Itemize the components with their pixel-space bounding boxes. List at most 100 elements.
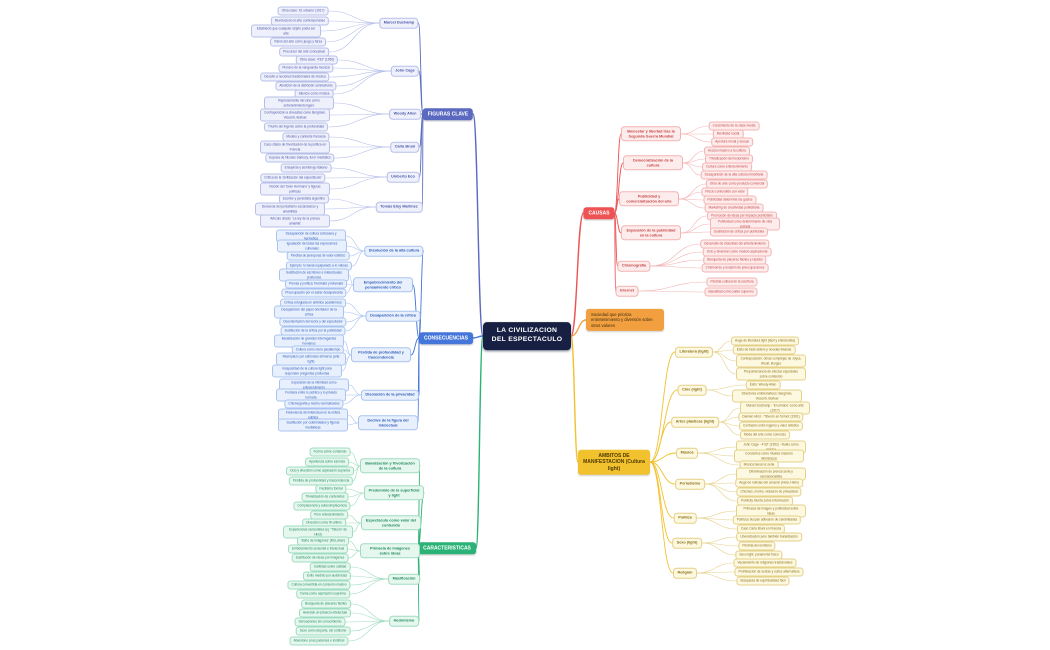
- branch-ambitos-de-manifestacion-cultura-light[interactable]: AMBITOS DE MANIFESTACION (Cultura light): [578, 449, 650, 475]
- branch-figuras-clave[interactable]: FIGURAS CLAVE: [422, 108, 474, 120]
- subtopic-politicos-buscan-adhesion-de-celebridades[interactable]: Políticos buscan adhesión de celebridade…: [732, 515, 802, 525]
- subtopic-pionero-de-la-vanguardia-musical[interactable]: Pionero de la vanguardia musical: [278, 63, 334, 73]
- subtopic-exito-de-best-sellers-y-novelas-livianas[interactable]: Éxito de best-sellers y novelas livianas: [732, 345, 796, 355]
- subtopic-desaparicion-de-la-alta-cultura-minoritari[interactable]: Desaparición de la alta cultura minorita…: [700, 170, 768, 180]
- subtopic-banalidad-como-saber-supremo[interactable]: Banalidad como saber supremo: [704, 287, 758, 297]
- subtopic-preocupacion-por-el-saber-desaparecida[interactable]: Preocupación por el saber desaparecida: [281, 288, 347, 298]
- subtopic-ensayista-y-semiologo-italiano[interactable]: Ensayista y semiólogo italiano: [280, 163, 332, 173]
- topic-publicidad-y-comercializacion-del-arte[interactable]: Publicidad y comercialización del arte: [619, 191, 679, 207]
- topic-carla-bruni[interactable]: Carla Bruni: [390, 141, 420, 153]
- topic-cine-light[interactable]: Cine (light): [677, 384, 707, 396]
- topic-chismografia[interactable]: Chismografía: [617, 260, 651, 272]
- topic-espectaculo-como-valor-del-contenido[interactable]: Espectáculo como valor del contenido: [361, 515, 421, 531]
- subtopic-vision-del-arte-como-juego-y-farsa[interactable]: Visión del arte como juego y farsa: [270, 37, 326, 47]
- subtopic-sustitucion-por-celebridades-y-figuras-med[interactable]: Sustitución por celebridades y figuras m…: [278, 418, 348, 432]
- subtopic-nocion-del-gran-hermano-y-figuras-politica[interactable]: Noción del 'Gran Hermano' y figuras polí…: [260, 182, 330, 196]
- subtopic-abandono-a-las-pasiones-e-instintos[interactable]: Abandono a las pasiones e instintos: [289, 636, 349, 646]
- topic-primacia-de-imagenes-sobre-ideas[interactable]: Primacía de imágenes sobre ideas: [360, 543, 420, 559]
- topic-periodismo[interactable]: Periodismo: [675, 478, 705, 490]
- topic-woody-allen[interactable]: Woody Allen: [389, 108, 421, 120]
- topic-empobrecimiento-del-pensamiento-critico[interactable]: Empobrecimiento del pensamiento crítico: [353, 277, 413, 293]
- subtopic-sustitucion-de-critica-por-publicidad[interactable]: Sustitución de crítica por publicidad: [709, 227, 769, 237]
- topic-declive-de-la-figura-del-intelectual[interactable]: Declive de la figura del intelectual: [358, 415, 418, 431]
- subtopic-preponderancia-de-efectos-especiales-sobre[interactable]: Preponderancia de efectos especiales sob…: [736, 367, 806, 381]
- subtopic-perdida-cultural-de-la-escritura[interactable]: Pérdida cultural de la escritura: [706, 277, 758, 287]
- topic-internet[interactable]: Internet: [615, 285, 639, 297]
- branch-caracteristicas[interactable]: CARACTERISTICAS: [418, 542, 476, 554]
- subtopic-cultura-convertida-en-consumo-masivo[interactable]: Cultura convertida en consumo masivo: [287, 580, 351, 590]
- topic-umberto-eco[interactable]: Umberto Eco: [386, 171, 420, 183]
- subtopic-banalizacion-de-grandes-interrogantes-huma[interactable]: Banalización de grandes interrogantes hu…: [274, 334, 344, 348]
- subtopic-incapacidad-de-la-cultura-light-para-respo[interactable]: Incapacidad de la cultura light para res…: [272, 364, 342, 378]
- subtopic-exito-woody-allen[interactable]: Éxito: Woody Allen: [745, 380, 781, 390]
- topic-musica[interactable]: Música: [676, 447, 698, 459]
- subtopic-moda-del-arte-como-comercio[interactable]: Moda del arte como comercio: [740, 430, 790, 440]
- topic-desaparicion-de-la-critica[interactable]: Desaparición de la crítica: [365, 310, 421, 322]
- subtopic-confusion-entre-ingenio-y-valor-artistico[interactable]: Confusión entre ingenio y valor artístic…: [739, 421, 803, 431]
- subtopic-vaciamiento-de-religiones-tradicionales[interactable]: Vaciamiento de religiones tradicionales: [733, 558, 797, 568]
- subtopic-desorientacion-del-lector-y-del-espectador[interactable]: Desorientación del lector y del espectad…: [279, 317, 347, 327]
- subtopic-perdida-del-erotismo[interactable]: Pérdida del erotismo: [738, 541, 776, 551]
- connector-edge: [348, 384, 362, 396]
- subtopic-chismografia-y-morbo-normalizados[interactable]: Chismografía y morbo normalizados: [284, 399, 344, 409]
- subtopic-apariencia-sobre-esencia[interactable]: Apariencia sobre esencia: [305, 457, 349, 467]
- topic-democratizacion-de-la-cultura[interactable]: Democratización de la cultura: [623, 155, 683, 171]
- subtopic-apertura-moral-y-sexual[interactable]: Apertura moral y sexual: [711, 137, 753, 147]
- subtopic-articulo-citado-la-ley-de-la-prensa-amaril[interactable]: Artículo citado: 'La ley de la prensa am…: [260, 214, 330, 228]
- subtopic-difuminacion-de-prensa-seria-y-sensacional[interactable]: Difuminación de prensa seria y sensacion…: [736, 467, 806, 481]
- subtopic-liberalizacion-pero-tambien-banalizacion[interactable]: Liberalización pero también banalización: [736, 532, 802, 542]
- topic-bienestar-y-libertad-tras-la-segunda-guerr[interactable]: Bienestar y libertad tras la Segunda Gue…: [621, 126, 681, 142]
- subtopic-ocio-y-diversion-como-aspiracion-suprema[interactable]: Ocio y diversión como aspiración suprema: [285, 466, 355, 476]
- topic-disolucion-de-la-alta-cultura[interactable]: Disolución de la alta cultura: [364, 245, 424, 257]
- topic-hedonismo[interactable]: Hedonismo: [389, 615, 419, 627]
- subtopic-exito-medido-por-audiencias[interactable]: Éxito medido por audiencias: [302, 571, 352, 581]
- topic-banalizacion-y-frivolizacion-de-la-cultura[interactable]: Banalización y frivolización de la cultu…: [360, 458, 420, 474]
- topic-artes-plasticas-light[interactable]: Artes plásticas (light): [671, 416, 719, 428]
- subtopic-trivializacion-de-contenidos[interactable]: Trivialización de contenidos: [301, 492, 349, 502]
- branch-sociedad-que-prioriza-entretenimiento-y-di[interactable]: Sociedad que prioriza entretenimiento y …: [586, 308, 664, 332]
- subtopic-establecio-que-cualquier-objeto-podia-ser-[interactable]: Estableció que cualquier objeto podía se…: [251, 24, 321, 38]
- subtopic-aversion-al-esfuerzo-intelectual[interactable]: Aversión al esfuerzo intelectual: [298, 608, 352, 618]
- subtopic-sexo-como-deporte-sin-erotismo[interactable]: Sexo como deporte, sin erotismo: [295, 626, 351, 636]
- topic-politica[interactable]: Política: [673, 512, 697, 524]
- subtopic-busqueda-de-espiritualidad-facil[interactable]: Búsqueda de espiritualidad fácil: [736, 576, 790, 586]
- topic-expansion-de-la-publicidad-en-la-cultura[interactable]: Expansión de la publicidad en la cultura: [621, 225, 681, 241]
- topic-masificacion[interactable]: Masificación: [388, 573, 420, 585]
- topic-tomas-eloy-martinez[interactable]: Tomás Eloy Martínez: [375, 201, 423, 213]
- branch-causas[interactable]: CAUSAS: [583, 207, 615, 219]
- branch-consecuencias[interactable]: CONSECUENCIAS: [419, 332, 473, 344]
- subtopic-complacencia-y-autocomplacencia[interactable]: Complacencia y autocomplacencia: [293, 501, 351, 511]
- subtopic-forma-sobre-contenido[interactable]: Forma sobre contenido: [309, 447, 351, 457]
- subtopic-contraposicion-a-cineastas-como-bergman-vi[interactable]: Contraposición a cineastas como Bergman,…: [260, 108, 330, 122]
- subtopic-triunfo-del-ingenio-sobre-la-profundidad[interactable]: Triunfo del ingenio sobre la profundidad: [263, 122, 329, 132]
- subtopic-prensa-y-politica-frivolidad-y-liviandad[interactable]: Prensa y política: frivolidad y livianda…: [284, 279, 348, 289]
- subtopic-obra-clave-el-urinario-1917[interactable]: Obra clave: 'El urinario' (1917): [277, 6, 329, 16]
- topic-predominio-de-lo-superficial-y-light[interactable]: Predominio de lo superficial y light: [364, 485, 424, 501]
- subtopic-sustitucion-de-ideas-por-imagenes[interactable]: Sustitución de ideas por imágenes: [291, 553, 349, 563]
- topic-literatura-light[interactable]: Literatura (light): [674, 346, 714, 358]
- topic-john-cage[interactable]: John Cage: [390, 65, 420, 77]
- subtopic-chismes-morbo-violacion-de-privacidad[interactable]: Chismes, morbo, violación de privacidad: [736, 487, 802, 497]
- topic-religion[interactable]: Religión: [673, 567, 697, 579]
- subtopic-proliferacion-de-sectas-y-cultos-alternati[interactable]: Proliferación de sectas y cultos alterna…: [734, 567, 804, 577]
- subtopic-caso-citado-de-frivolizacion-de-la-politic[interactable]: Caso citado de frivolización de la polít…: [260, 140, 330, 154]
- topic-marcel-duchamp[interactable]: Marcel Duchamp: [379, 17, 419, 29]
- central-topic[interactable]: LA CIVILIZACION DEL ESPECTACULO: [483, 322, 571, 350]
- subtopic-auge-de-literatura-light-facil-y-entreteni[interactable]: Auge de literatura light (fácil y entret…: [731, 336, 799, 346]
- subtopic-desafio-a-nociones-tradicionales-de-musica[interactable]: Desafío a nociones tradicionales de músi…: [260, 72, 330, 82]
- subtopic-esposa-de-nicolas-sarkozy-furor-mediatico[interactable]: Esposa de Nicolas Sarkozy, furor mediáti…: [265, 153, 335, 163]
- subtopic-auge-de-noticias-del-corazon-hola-hello[interactable]: Auge de noticias del corazón (Hola, Hell…: [735, 478, 803, 488]
- subtopic-perdida-de-jerarquias-de-valor-estetico[interactable]: Pérdida de jerarquías de valor estético: [286, 251, 350, 261]
- subtopic-cantidad-sobre-calidad[interactable]: Cantidad sobre calidad: [309, 562, 351, 572]
- topic-sexo-light[interactable]: Sexo (light): [672, 537, 702, 549]
- subtopic-critica-de-la-civilizacion-del-espectaculo[interactable]: Crítica de la 'civilización del espectác…: [260, 173, 326, 183]
- topic-perdida-de-profundidad-y-trascendencia[interactable]: Pérdida de profundidad y trascendencia: [351, 347, 411, 363]
- subtopic-damien-hirst-tiburon-en-formol-1991[interactable]: Damien Hirst - 'Tiburón en formol' (1991…: [738, 412, 804, 422]
- subtopic-chismorreo-y-evasion-de-preocupaciones[interactable]: Chismorreo y evasión de preocupaciones: [701, 263, 769, 273]
- topic-disolucion-de-la-privacidad[interactable]: Disolución de la privacidad: [360, 389, 420, 401]
- subtopic-busqueda-de-placeres-faciles[interactable]: Búsqueda de placeres fáciles: [301, 599, 351, 609]
- subtopic-contraposicion-obras-complejas-de-joyce-wo[interactable]: Contraposición: obras complejas de Joyce…: [736, 354, 806, 368]
- subtopic-fama-como-aspiracion-suprema[interactable]: Fama como aspiración suprema: [296, 589, 350, 599]
- subtopic-sensaciones-sin-conocimiento[interactable]: Sensaciones sin conocimiento: [294, 617, 346, 627]
- subtopic-embotamiento-sensorial-e-intelectual[interactable]: Embotamiento sensorial e intelectual: [287, 544, 349, 554]
